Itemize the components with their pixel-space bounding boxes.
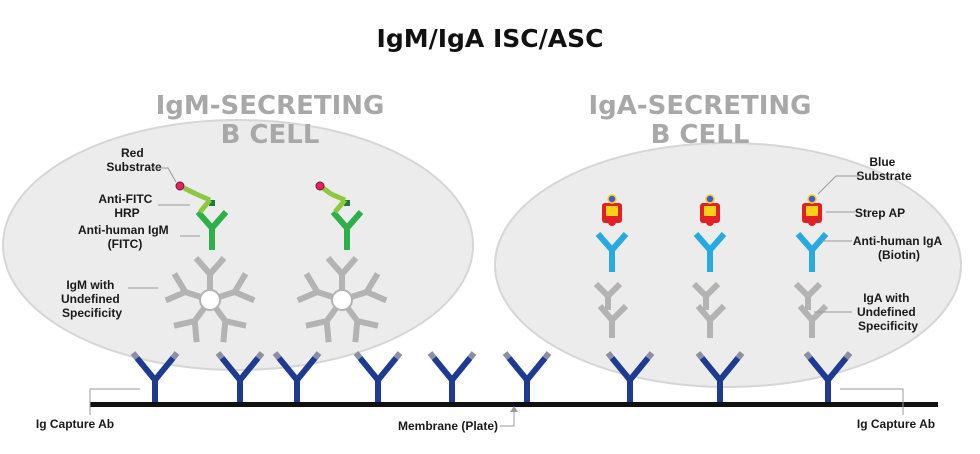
igm-b-cell (2, 119, 474, 371)
label-anti-human-igm: Anti-human IgM (FITC) (78, 223, 172, 251)
label-igm-undefined: IgM with Undefined Specificity (61, 278, 123, 320)
label-capture-left: Ig Capture Ab (36, 417, 114, 431)
leader-red-substrate (150, 167, 177, 183)
iga-detection-stack (793, 194, 829, 338)
red-substrate-dot (315, 181, 325, 191)
diagram-title: IgM/IgA ISC/ASC (377, 24, 604, 53)
label-strep-ap: Strep AP (855, 206, 905, 220)
label-capture-right: Ig Capture Ab (857, 417, 935, 431)
membrane-plate (90, 402, 938, 407)
label-iga-undefined: IgA with Undefined Specificity (857, 291, 919, 333)
membrane-arrowhead (510, 406, 518, 412)
igm-pentamer (166, 258, 255, 342)
iga-cell-title-line1: IgA-SECRETING (588, 91, 811, 121)
igm-detection-stack (175, 181, 229, 250)
iga-detection-stack (593, 194, 629, 338)
leader-capture-right (840, 388, 904, 415)
iga-detection-stack (691, 194, 727, 338)
igm-cell-title-line1: IgM-SECRETING (156, 91, 385, 121)
leader-membrane (500, 410, 515, 427)
leader-blue-substrate (817, 175, 862, 195)
leader-capture-left (89, 388, 140, 415)
label-membrane: Membrane (Plate) (398, 419, 498, 433)
label-anti-human-iga: Anti-human IgA (Biotin) (853, 234, 945, 262)
iga-cell-title-line2: B CELL (651, 120, 750, 150)
igm-detection-stack (315, 181, 364, 250)
igm-cell-title-line2: B CELL (221, 120, 320, 150)
red-substrate-dot (175, 181, 185, 191)
label-anti-fitc-hrp: Anti-FITC HRP (98, 192, 155, 220)
label-red-substrate: Red Substrate (106, 146, 162, 174)
igm-pentamer (298, 258, 387, 342)
label-blue-substrate: Blue Substrate (856, 155, 912, 183)
